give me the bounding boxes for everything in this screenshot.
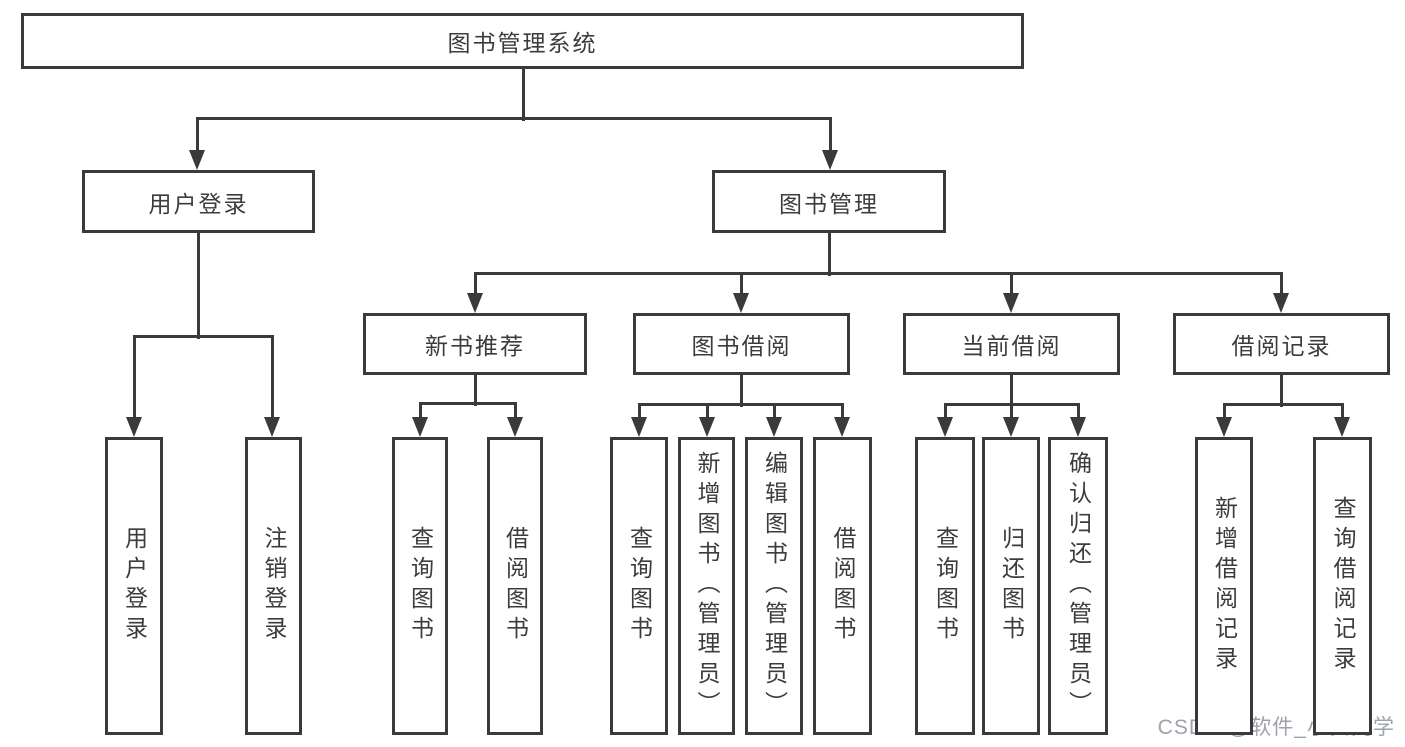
- arrow-down-icon: [1216, 417, 1232, 437]
- node-label: 用户登录: [148, 190, 249, 217]
- node-label: 查询图书: [626, 526, 653, 646]
- connector-drop: [772, 404, 776, 417]
- arrow-down-icon: [1003, 417, 1019, 437]
- connector-drop: [195, 118, 199, 150]
- arrow-down-icon: [699, 417, 715, 437]
- connector-stub: [739, 375, 743, 407]
- node-label: 确认归还（管理员）: [1065, 451, 1092, 721]
- connector-drop: [1279, 273, 1283, 293]
- node-label: 查询借阅记录: [1330, 496, 1356, 676]
- node-label: 当前借阅: [961, 333, 1062, 359]
- connector-drop: [1340, 404, 1344, 417]
- connector-drop: [739, 273, 743, 293]
- connector-drop: [705, 404, 709, 417]
- node-label: 新增借阅记录: [1211, 496, 1238, 676]
- arrow-down-icon: [766, 417, 782, 437]
- node-label: 图书管理: [779, 190, 879, 217]
- arrow-down-icon: [412, 417, 428, 437]
- connector-rail: [418, 401, 517, 405]
- arrow-down-icon: [126, 417, 142, 437]
- connector-stub: [473, 375, 477, 406]
- arrow-down-icon: [1003, 293, 1019, 313]
- connector-drop: [473, 273, 477, 293]
- node-book-borrowing: 图书借阅: [633, 313, 850, 375]
- node-label: 查询图书: [932, 526, 959, 646]
- arrow-down-icon: [822, 150, 838, 170]
- node-leaf-add-borrow-record: 新增借阅记录: [1195, 437, 1253, 735]
- node-label: 图书管理系统: [447, 30, 598, 56]
- node-leaf-borrow-books-rec: 借阅图书: [487, 437, 543, 735]
- arrow-down-icon: [733, 293, 749, 313]
- node-label: 借阅图书: [830, 526, 856, 646]
- connector-rail: [473, 271, 1283, 275]
- node-leaf-edit-book-admin: 编辑图书（管理员）: [745, 437, 803, 735]
- connector-rail: [637, 402, 844, 406]
- connector-drop: [418, 403, 422, 417]
- connector-drop: [1009, 273, 1013, 293]
- node-label: 借阅记录: [1231, 333, 1332, 359]
- node-leaf-return-book: 归还图书: [982, 437, 1040, 735]
- arrow-down-icon: [264, 417, 280, 437]
- node-leaf-add-book-admin: 新增图书（管理员）: [678, 437, 735, 735]
- node-user-login: 用户登录: [82, 170, 315, 233]
- arrow-down-icon: [834, 417, 850, 437]
- connector-drop: [637, 404, 641, 417]
- node-leaf-query-books-rec: 查询图书: [392, 437, 448, 735]
- node-label: 注销登录: [261, 526, 287, 646]
- node-label: 查询图书: [407, 526, 434, 646]
- arrow-down-icon: [631, 417, 647, 437]
- node-book-management: 图书管理: [712, 170, 946, 233]
- arrow-down-icon: [1273, 293, 1289, 313]
- connector-rail: [132, 334, 274, 338]
- connector-stub: [1009, 375, 1013, 407]
- connector-drop: [943, 404, 947, 417]
- connector-rail: [195, 116, 832, 120]
- connector-rail: [1222, 402, 1344, 406]
- node-current-borrowing: 当前借阅: [903, 313, 1120, 375]
- connector-drop: [270, 336, 274, 417]
- connector-drop: [1009, 404, 1013, 417]
- connector-drop: [1222, 404, 1226, 417]
- node-leaf-confirm-return-admin: 确认归还（管理员）: [1048, 437, 1108, 735]
- node-leaf-borrow-books-2: 借阅图书: [813, 437, 872, 735]
- node-leaf-logout: 注销登录: [245, 437, 302, 735]
- arrow-down-icon: [937, 417, 953, 437]
- arrow-down-icon: [467, 293, 483, 313]
- connector-drop: [840, 404, 844, 417]
- node-leaf-query-borrow-record: 查询借阅记录: [1313, 437, 1372, 735]
- connector-stub: [196, 233, 200, 339]
- connector-drop: [513, 403, 517, 417]
- connector-stub: [521, 69, 525, 121]
- arrow-down-icon: [1070, 417, 1086, 437]
- connector-stub: [827, 233, 831, 276]
- node-label: 编辑图书（管理员）: [761, 451, 788, 721]
- connector-drop: [828, 118, 832, 150]
- node-label: 新书推荐: [425, 333, 525, 359]
- node-leaf-query-books-current: 查询图书: [915, 437, 975, 735]
- node-label: 借阅图书: [502, 526, 529, 646]
- node-leaf-user-login: 用户登录: [105, 437, 163, 735]
- node-leaf-query-books-borrow: 查询图书: [610, 437, 668, 735]
- node-borrowing-records: 借阅记录: [1173, 313, 1390, 375]
- connector-drop: [1076, 404, 1080, 417]
- arrow-down-icon: [1334, 417, 1350, 437]
- node-label: 图书借阅: [691, 333, 792, 359]
- node-label: 新增图书（管理员）: [694, 451, 720, 721]
- node-root: 图书管理系统: [21, 13, 1024, 69]
- connector-drop: [132, 336, 136, 417]
- node-label: 归还图书: [998, 526, 1025, 646]
- node-new-book-recommend: 新书推荐: [363, 313, 587, 375]
- arrow-down-icon: [507, 417, 523, 437]
- arrow-down-icon: [189, 150, 205, 170]
- node-label: 用户登录: [121, 526, 148, 646]
- connector-stub: [1279, 375, 1283, 407]
